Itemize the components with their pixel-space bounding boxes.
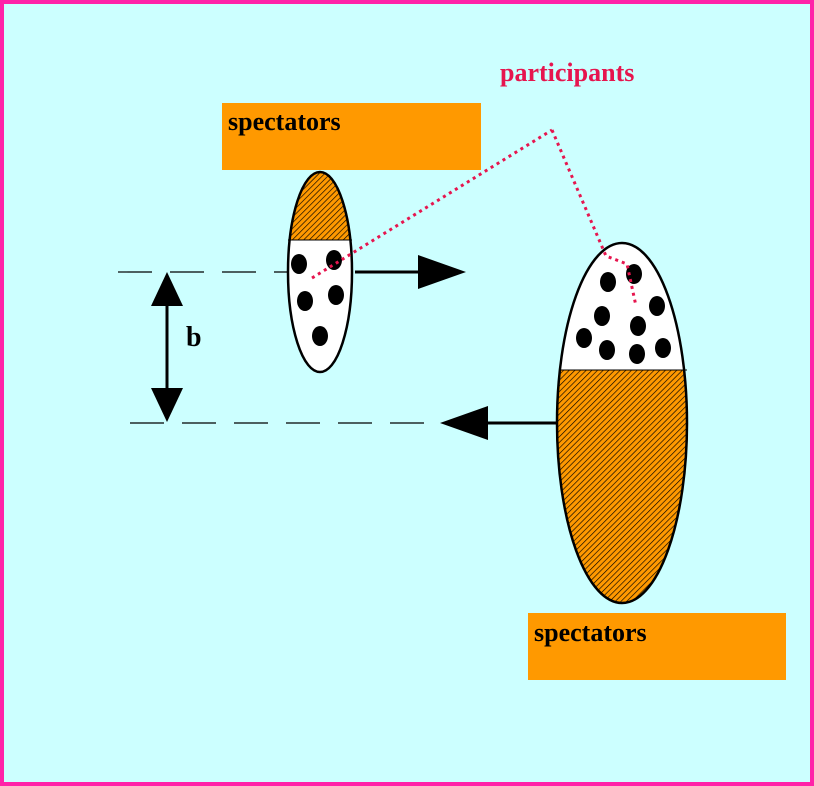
participants-label: participants (500, 58, 634, 88)
nucleus-small (280, 165, 360, 372)
spectators-label-box-top: spectators (222, 103, 481, 170)
nucleus-large (552, 243, 692, 610)
spectators-label-bottom: spectators (534, 618, 647, 648)
spectators-label-box-bottom: spectators (528, 613, 786, 680)
arrow-left-icon (440, 406, 556, 440)
double-arrow-vertical-icon (151, 272, 183, 422)
spectators-label-top: spectators (228, 107, 341, 137)
arrow-right-icon (355, 255, 466, 289)
spectator-region-large (552, 370, 692, 610)
impact-parameter-label: b (186, 322, 202, 354)
